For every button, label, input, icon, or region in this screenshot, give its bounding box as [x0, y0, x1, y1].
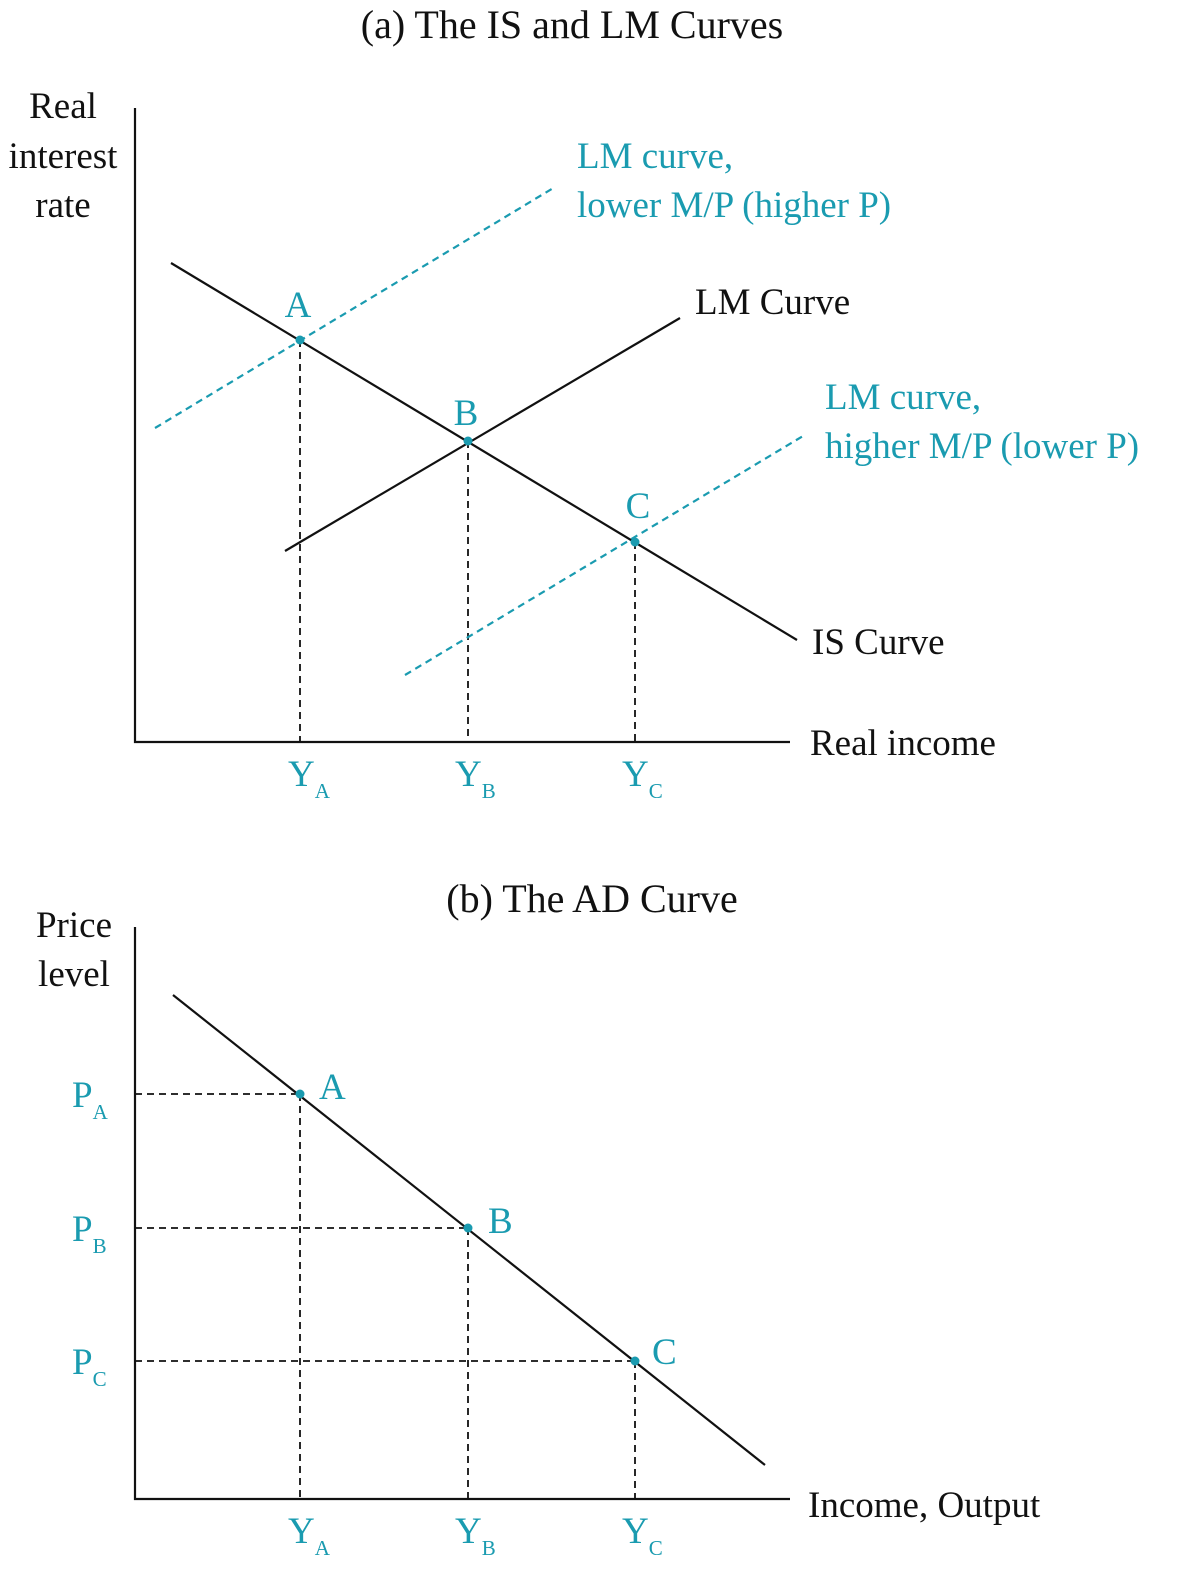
- point-a-marker: [295, 335, 305, 345]
- tick-ya-b: YA: [288, 1511, 331, 1560]
- tick-pa: PA: [72, 1075, 109, 1124]
- panel-a-y-axis-label: Real interest rate: [9, 86, 119, 226]
- tick-yb-b: YB: [455, 1511, 496, 1560]
- ad-point-a-label: A: [319, 1067, 346, 1108]
- panel-a-axes: [133, 108, 790, 744]
- lm-curve-lower-mp: [154, 186, 556, 429]
- point-c-marker: [630, 537, 640, 547]
- ad-point-c-marker: [630, 1356, 640, 1366]
- tick-pb: PB: [72, 1209, 107, 1258]
- is-curve-label: IS Curve: [812, 622, 945, 663]
- point-a-label: A: [285, 285, 312, 326]
- tick-yc: YC: [622, 754, 663, 803]
- price-label-line-1: Price: [36, 905, 112, 946]
- point-b-label: B: [454, 393, 479, 434]
- panel-b-x-axis-label: Income, Output: [808, 1485, 1041, 1526]
- is-curve: [170, 262, 798, 641]
- panel-b-axes: [133, 927, 790, 1501]
- lm-curve: [284, 317, 681, 552]
- tick-yb: YB: [455, 754, 496, 803]
- lm-curve-higher-mp: [404, 435, 804, 676]
- lm-lower-label-line-1: LM curve,: [577, 136, 733, 177]
- y-axis-label-line-3: rate: [35, 185, 90, 226]
- lm-curve-label: LM Curve: [695, 282, 850, 323]
- panel-a: (a) The IS and LM Curves Real interest r…: [9, 2, 1140, 803]
- panel-b-title: (b) The AD Curve: [446, 876, 737, 921]
- panel-a-title: (a) The IS and LM Curves: [361, 2, 784, 47]
- lm-higher-label-line-2: higher M/P (lower P): [825, 426, 1139, 467]
- ad-point-b-label: B: [488, 1201, 513, 1242]
- tick-pc: PC: [72, 1342, 107, 1391]
- price-label-line-2: level: [38, 954, 110, 995]
- lm-higher-label-line-1: LM curve,: [825, 377, 981, 418]
- tick-yc-b: YC: [622, 1511, 663, 1560]
- point-b-marker: [463, 436, 473, 446]
- point-c-label: C: [626, 486, 651, 527]
- tick-ya: YA: [288, 754, 331, 803]
- y-axis-label-line-2: interest: [9, 136, 119, 177]
- ad-point-a-marker: [295, 1089, 305, 1099]
- panel-b-y-axis-label: Price level: [36, 905, 112, 995]
- panel-b: (b) The AD Curve Price level Income, Out…: [36, 876, 1041, 1560]
- ad-point-b-marker: [463, 1223, 473, 1233]
- panel-a-x-axis-label: Real income: [810, 723, 996, 764]
- y-axis-label-line-1: Real: [29, 86, 97, 127]
- lm-lower-label-line-2: lower M/P (higher P): [577, 185, 891, 226]
- ad-point-c-label: C: [652, 1332, 677, 1373]
